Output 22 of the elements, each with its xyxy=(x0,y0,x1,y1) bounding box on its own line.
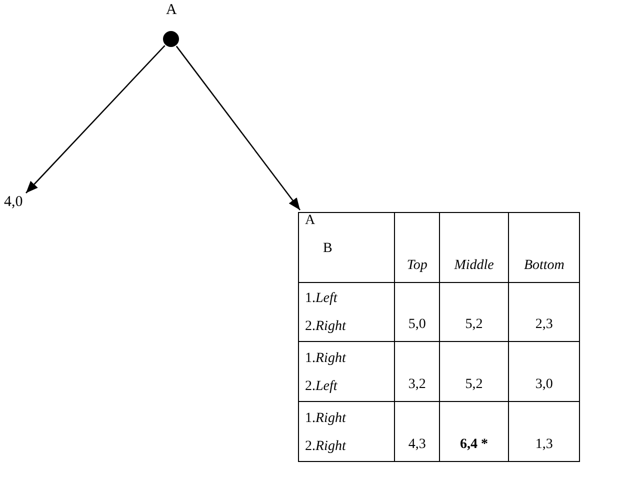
move-label: 1.Right 2.Left xyxy=(305,350,348,396)
payoff-value: 3,2 xyxy=(408,377,426,394)
payoff-table xyxy=(298,212,580,462)
header-label: Bottom xyxy=(524,258,564,274)
header-label: Top xyxy=(406,258,428,274)
arrow xyxy=(26,45,166,194)
player-label: A xyxy=(305,213,316,229)
move-label: 1.Left 2.Right xyxy=(305,290,348,336)
payoff-label: 4,0 xyxy=(4,194,23,210)
payoff-value: 2,3 xyxy=(535,317,553,334)
payoff-value: 1,3 xyxy=(535,437,553,453)
arrow xyxy=(176,46,301,210)
payoff-value: 3,0 xyxy=(535,377,553,394)
payoff-value: 4,3 xyxy=(408,437,426,453)
payoff-value: 5,2 xyxy=(465,377,483,394)
payoff-value: 5,2 xyxy=(465,317,483,334)
header-label: Middle xyxy=(454,258,494,274)
payoff-value: 5,0 xyxy=(408,317,426,334)
node-label: A xyxy=(166,2,177,19)
player-label: B xyxy=(323,241,332,257)
move-label: 1.Right 2.Right xyxy=(305,410,348,456)
payoff-value: 6,4 * xyxy=(460,437,488,453)
